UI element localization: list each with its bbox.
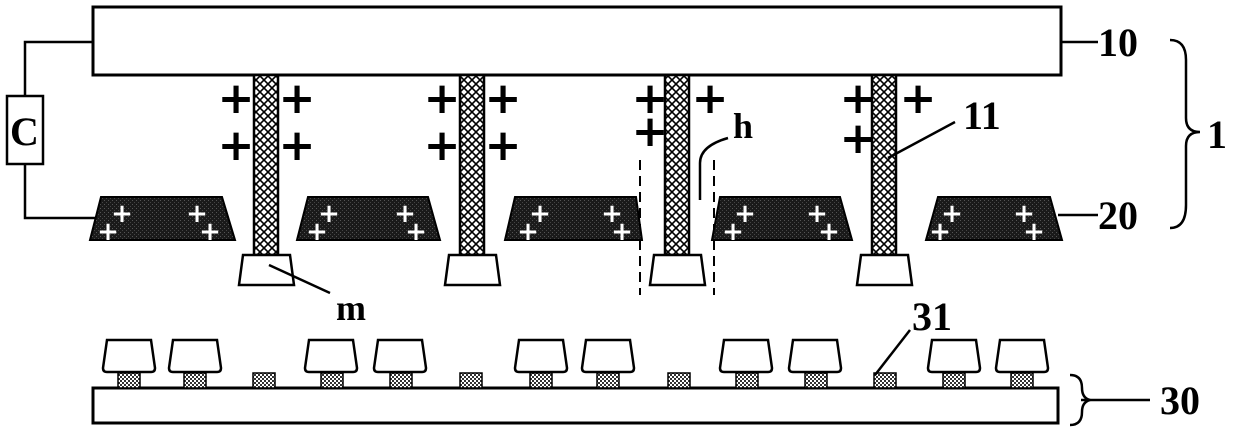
pad xyxy=(943,373,965,388)
capacitor-label: C xyxy=(10,109,39,154)
top-plate xyxy=(93,7,1061,75)
plus-charge: + xyxy=(929,217,951,247)
label-m: m xyxy=(336,288,366,328)
chip xyxy=(374,340,426,372)
pad xyxy=(530,373,552,388)
pad xyxy=(253,373,275,388)
pillar xyxy=(254,75,278,255)
plus-charge: + xyxy=(840,113,877,164)
chip xyxy=(857,255,912,285)
plus-charge: + xyxy=(900,73,937,124)
chip xyxy=(239,255,294,285)
chip xyxy=(103,340,155,372)
pad xyxy=(321,373,343,388)
chip xyxy=(582,340,634,372)
substrate-pads xyxy=(118,373,1033,388)
plus-charge: + xyxy=(611,217,633,247)
hanging-chips xyxy=(239,255,912,285)
substrate xyxy=(93,388,1058,423)
plus-charge: + xyxy=(424,73,461,124)
pad xyxy=(460,373,482,388)
plus-charge: + xyxy=(279,120,316,171)
plus-charge: + xyxy=(692,73,729,124)
electrodes xyxy=(90,197,1062,240)
pad xyxy=(805,373,827,388)
pad xyxy=(874,373,896,388)
plus-charge: + xyxy=(279,73,316,124)
label-20: 20 xyxy=(1098,193,1138,238)
pad xyxy=(118,373,140,388)
label-1: 1 xyxy=(1207,112,1227,157)
label-31: 31 xyxy=(912,294,952,339)
pillar xyxy=(460,75,484,255)
chip xyxy=(445,255,500,285)
plus-charge: + xyxy=(632,106,669,157)
plus-charge: + xyxy=(424,120,461,171)
plus-charge: + xyxy=(517,217,539,247)
pad xyxy=(736,373,758,388)
label-11: 11 xyxy=(963,93,1001,138)
plus-charge: + xyxy=(485,73,522,124)
plus-charge: + xyxy=(218,73,255,124)
chip xyxy=(169,340,221,372)
chip xyxy=(996,340,1048,372)
label-10: 10 xyxy=(1098,20,1138,65)
pad xyxy=(390,373,412,388)
chip xyxy=(515,340,567,372)
chip xyxy=(305,340,357,372)
plus-charge: + xyxy=(722,217,744,247)
plus-charge: + xyxy=(306,217,328,247)
plus-charge: + xyxy=(199,217,221,247)
pillar xyxy=(665,75,689,255)
substrate-chips xyxy=(103,340,1048,372)
plus-charge: + xyxy=(218,120,255,171)
chip xyxy=(650,255,705,285)
plus-charge: + xyxy=(485,120,522,171)
chip xyxy=(789,340,841,372)
plus-charge: + xyxy=(405,217,427,247)
plus-charge: + xyxy=(1023,217,1045,247)
pad xyxy=(184,373,206,388)
pillar-charges: ++++++++++++++ xyxy=(218,73,937,171)
pad xyxy=(668,373,690,388)
label-30: 30 xyxy=(1160,378,1200,423)
pad xyxy=(597,373,619,388)
chip xyxy=(720,340,772,372)
label-h: h xyxy=(733,106,753,146)
plus-charge: + xyxy=(97,217,119,247)
plus-charge: + xyxy=(818,217,840,247)
chip xyxy=(928,340,980,372)
pad xyxy=(1011,373,1033,388)
